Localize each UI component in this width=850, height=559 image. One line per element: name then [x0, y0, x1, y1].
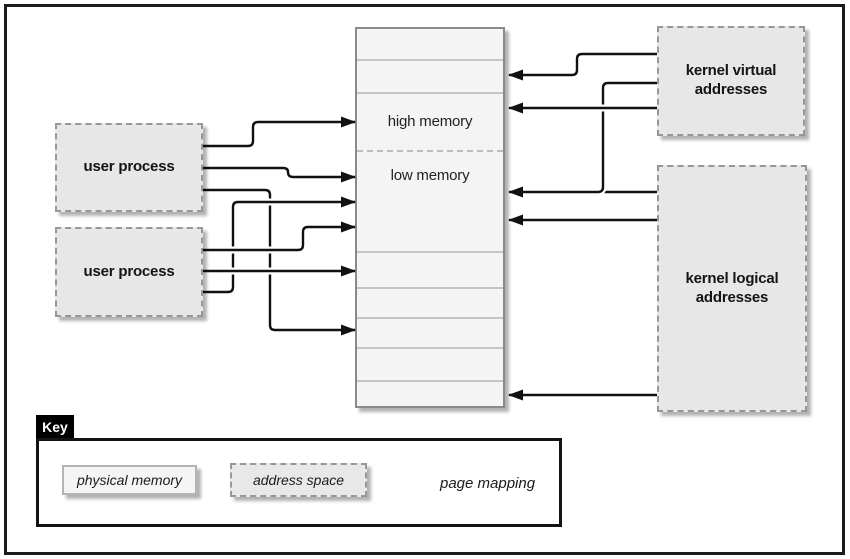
- user-process-2-box: user process: [55, 227, 203, 317]
- key-physical-memory-sample: physical memory: [62, 465, 197, 495]
- kernel-logical-addresses-box: kernel logical addresses: [657, 165, 807, 412]
- page-mapping-arrow: [508, 50, 660, 81]
- memory-cell-divider: [357, 317, 503, 319]
- memory-cell-divider: [357, 347, 503, 349]
- high-low-memory-divider: [357, 150, 503, 152]
- page-mapping-arrow: [200, 221, 356, 254]
- page-mapping-arrow: [200, 186, 356, 336]
- key-page-mapping-label: page mapping: [440, 475, 536, 492]
- kernel-virtual-addresses-box: kernel virtual addresses: [657, 26, 805, 136]
- page-mapping-arrow: [200, 164, 356, 183]
- user-process-1-box: user process: [55, 123, 203, 212]
- user-process-2-label: user process: [83, 262, 175, 280]
- key-physical-memory-label: physical memory: [76, 472, 183, 488]
- high-memory-label: high memory: [387, 112, 473, 130]
- memory-cell-divider: [357, 92, 503, 94]
- page-mapping-wire-merge: [597, 79, 660, 196]
- memory-cell-divider: [357, 59, 503, 61]
- physical-memory-column: high memory low memory: [355, 27, 505, 408]
- memory-cell-divider: [357, 380, 503, 382]
- memory-cell-divider: [357, 287, 503, 289]
- kernel-logical-addresses-label: kernel logical addresses: [685, 269, 779, 306]
- user-process-1-label: user process: [83, 158, 175, 176]
- key-title-tab: Key: [36, 415, 74, 438]
- low-memory-label: low memory: [390, 166, 470, 184]
- page-mapping-arrow: [200, 116, 356, 150]
- memory-cell-divider: [357, 251, 503, 253]
- key-address-space-sample: address space: [230, 463, 367, 497]
- key-address-space-label: address space: [252, 472, 345, 488]
- kernel-virtual-addresses-label: kernel virtual addresses: [685, 62, 777, 98]
- figure-border: [4, 4, 845, 555]
